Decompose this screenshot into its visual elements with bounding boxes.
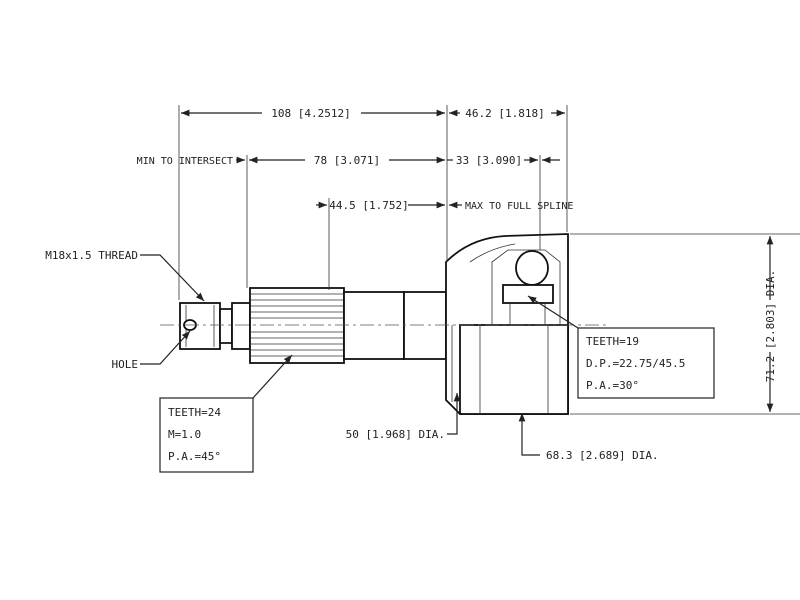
label-thread: M18x1.5 THREAD	[45, 249, 138, 262]
dimension-lines	[181, 109, 774, 412]
shaft-collar	[403, 291, 447, 360]
inner-race	[502, 284, 554, 304]
inner-spline-pressure-angle: P.A.=30°	[586, 379, 639, 392]
dim-bore-depth: 33 [3.090]	[456, 154, 522, 167]
outer-spline-spec-box: TEETH=24 M=1.0 P.A.=45°	[159, 397, 254, 473]
cv-joint-part	[160, 233, 610, 415]
extension-lines	[178, 105, 800, 415]
leaders	[140, 254, 579, 456]
dim-housing-length: 46.2 [1.818]	[465, 107, 544, 120]
inner-spline-pitch-dia: D.P.=22.75/45.5	[586, 357, 685, 370]
dim-overall-shaft: 108 [4.2512]	[271, 107, 350, 120]
housing-body	[459, 324, 569, 415]
label-hole: HOLE	[112, 358, 139, 371]
inner-spline-spec-box: TEETH=19 D.P.=22.75/45.5 P.A.=30°	[577, 327, 715, 399]
dim-spline-start: 44.5 [1.752]	[329, 199, 408, 212]
outer-spline-pressure-angle: P.A.=45°	[168, 450, 221, 463]
label-min-to-intersect: MIN TO INTERSECT	[137, 156, 233, 167]
inner-spline-teeth: TEETH=19	[586, 335, 639, 348]
dim-body-dia: 68.3 [2.689] DIA.	[546, 449, 659, 462]
dim-outer-dia: 71.2 [2.803] DIA.	[764, 270, 777, 383]
ball-bearing	[515, 250, 549, 286]
label-max-to-full-spline: MAX TO FULL SPLINE	[465, 201, 573, 212]
dim-seal-dia: 50 [1.968] DIA.	[346, 428, 445, 441]
outer-spline-module: M=1.0	[168, 428, 201, 441]
outer-spline	[249, 287, 345, 364]
spline-teeth-lines	[250, 293, 344, 357]
shaft-body	[343, 291, 405, 360]
dim-spline-length: 78 [3.071]	[314, 154, 380, 167]
outer-spline-teeth: TEETH=24	[168, 406, 221, 419]
dimension-texts: 108 [4.2512] 46.2 [1.818] MIN TO INTERSE…	[45, 106, 777, 462]
shaft-neck	[231, 302, 251, 350]
